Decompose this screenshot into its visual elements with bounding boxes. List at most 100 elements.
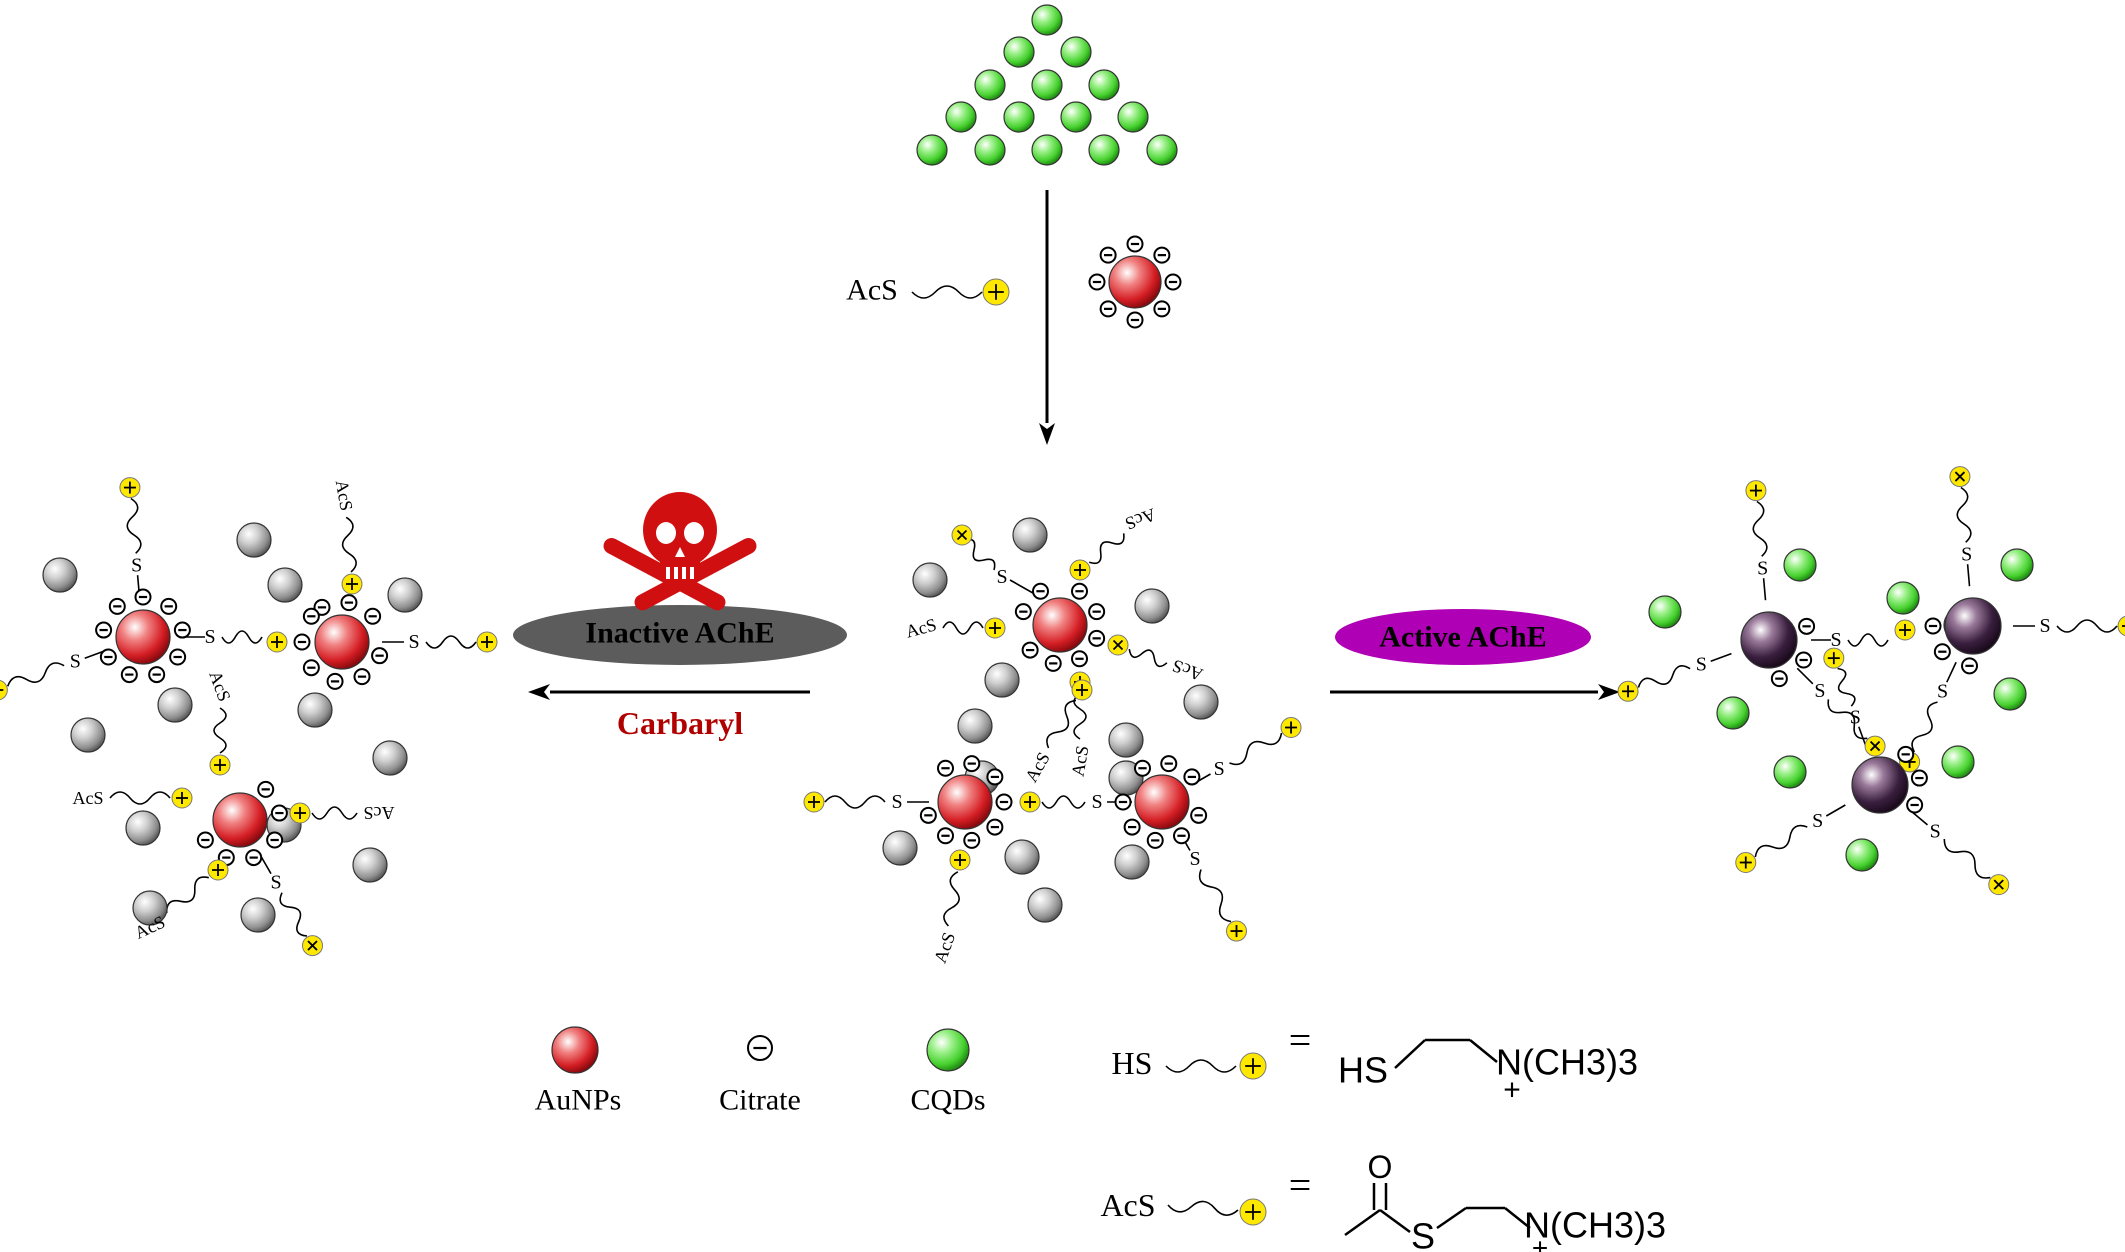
legend-aunp-swatch bbox=[551, 1026, 599, 1074]
gray-particle bbox=[297, 692, 333, 728]
aunp-center-left bbox=[937, 774, 993, 830]
cqd-particle bbox=[1716, 696, 1750, 730]
cqd-particle bbox=[1031, 4, 1063, 36]
gray-particle bbox=[42, 557, 78, 593]
cqd-particle bbox=[1146, 134, 1178, 166]
wavy-linker bbox=[1847, 633, 1889, 647]
legend-citrate-label: Citrate bbox=[719, 1084, 801, 1117]
cation-cross-line bbox=[1954, 471, 1966, 482]
legend-cqd-swatch bbox=[926, 1028, 970, 1072]
cqd-particle bbox=[1117, 101, 1149, 133]
gray-particle bbox=[240, 897, 276, 933]
sulfur-label: S bbox=[70, 651, 81, 673]
cqd-particle bbox=[945, 101, 977, 133]
cqd-particle bbox=[2000, 548, 2034, 582]
thiocholine-chain bbox=[1637, 664, 1691, 688]
acetylthiocholine-chain bbox=[311, 806, 358, 820]
acs-label: AcS bbox=[903, 614, 938, 641]
acetylthiocholine-chain bbox=[109, 791, 171, 805]
aggregated-np-2 bbox=[1944, 597, 2002, 655]
hs-ligand-chain bbox=[1165, 1059, 1237, 1073]
inactive-ache-ellipse bbox=[513, 605, 847, 665]
wavy-linker bbox=[1041, 795, 1086, 809]
thioester-bond bbox=[1379, 1208, 1411, 1234]
skull-tooth bbox=[682, 567, 686, 579]
sulfur-label: S bbox=[131, 554, 142, 576]
skull-tooth bbox=[666, 567, 670, 579]
active-ache-label: Active AChE bbox=[1379, 621, 1547, 654]
gray-particle bbox=[70, 717, 106, 753]
sulfur-label: S bbox=[2039, 615, 2050, 637]
gray-particle bbox=[882, 830, 918, 866]
cqd-particle bbox=[1773, 755, 1807, 789]
cqd-particle bbox=[1648, 595, 1682, 629]
thiocholine-chain bbox=[1956, 486, 1972, 543]
chain-bond bbox=[1504, 1207, 1531, 1229]
sulfur-label: S bbox=[1961, 543, 1972, 565]
skull-nose bbox=[675, 547, 685, 557]
cation-plus-icon bbox=[0, 679, 8, 701]
thiocholine-chain bbox=[6, 662, 65, 687]
formula-bond bbox=[1469, 1039, 1498, 1063]
equals-sign: = bbox=[1289, 1018, 1312, 1063]
skull-eye bbox=[684, 522, 704, 544]
gray-particle bbox=[1027, 887, 1063, 923]
thiocholine-chain bbox=[824, 795, 886, 809]
skull-eye bbox=[656, 522, 676, 544]
acetylthiocholine-chain bbox=[1128, 648, 1168, 668]
acetylthiocholine-chain bbox=[213, 707, 227, 754]
cation-cross-line bbox=[956, 529, 968, 541]
acetylthiocholine-chain bbox=[942, 621, 984, 635]
right-arrow-head bbox=[1598, 684, 1620, 700]
acetylthiocholine-chain bbox=[341, 516, 357, 573]
acs-label: AcS bbox=[1021, 749, 1054, 786]
formula-bond bbox=[1394, 1039, 1426, 1069]
gray-particle bbox=[1108, 722, 1144, 758]
sulfur-label: S bbox=[1850, 706, 1861, 728]
thiocholine-chain bbox=[1837, 667, 1856, 707]
particles-and-ions bbox=[0, 4, 2125, 1226]
s-label: S bbox=[1091, 791, 1102, 813]
au-s-bond bbox=[1796, 667, 1814, 685]
linker-chains bbox=[6, 285, 2118, 1237]
acs-label: AcS bbox=[1123, 505, 1159, 534]
au-s-bond bbox=[1762, 578, 1767, 601]
gray-particle bbox=[957, 708, 993, 744]
au-s-bond bbox=[1825, 804, 1846, 817]
thiocholine-chain bbox=[425, 635, 477, 649]
cqd-particle bbox=[1886, 581, 1920, 615]
gray-particle bbox=[132, 890, 168, 926]
cqd-particle bbox=[1088, 69, 1120, 101]
wavy-linker bbox=[221, 630, 263, 644]
au-s-bond bbox=[1710, 652, 1732, 662]
gray-particle bbox=[912, 562, 948, 598]
cqd-particle bbox=[1003, 36, 1035, 68]
sulfur-label: S bbox=[1696, 654, 1707, 676]
reaction-arrows bbox=[528, 190, 1620, 700]
n-plus-charge: + bbox=[1532, 1233, 1548, 1252]
thiocholine-chain bbox=[1198, 869, 1232, 923]
acs-label: AcS bbox=[332, 478, 357, 512]
acs-label: AcS bbox=[205, 668, 234, 704]
sulfur-label: S bbox=[408, 631, 419, 653]
skull-tooth bbox=[674, 567, 678, 579]
cqd-particle bbox=[1993, 677, 2027, 711]
au-s-bond bbox=[1946, 661, 1957, 683]
hs-formula-hs: HS bbox=[1338, 1050, 1388, 1091]
sulfur-label: S bbox=[1930, 820, 1941, 842]
gray-particle bbox=[267, 567, 303, 603]
aunp-center-top bbox=[1032, 597, 1088, 653]
inactive-ache-label: Inactive AChE bbox=[585, 617, 774, 650]
active-ache-ellipse bbox=[1335, 609, 1591, 665]
sulfur-label: S bbox=[1937, 680, 1948, 702]
cation-cross-line bbox=[307, 940, 318, 951]
skull-dome bbox=[643, 492, 717, 568]
legend-cqds-label: CQDs bbox=[910, 1084, 985, 1117]
sulfur-label: S bbox=[1814, 680, 1825, 702]
cqd-particle bbox=[1031, 134, 1063, 166]
s-label: S bbox=[996, 566, 1007, 588]
cqd-particle bbox=[974, 134, 1006, 166]
gray-particle bbox=[1134, 588, 1170, 624]
cqd-particle bbox=[1060, 36, 1092, 68]
gray-particle bbox=[1183, 684, 1219, 720]
